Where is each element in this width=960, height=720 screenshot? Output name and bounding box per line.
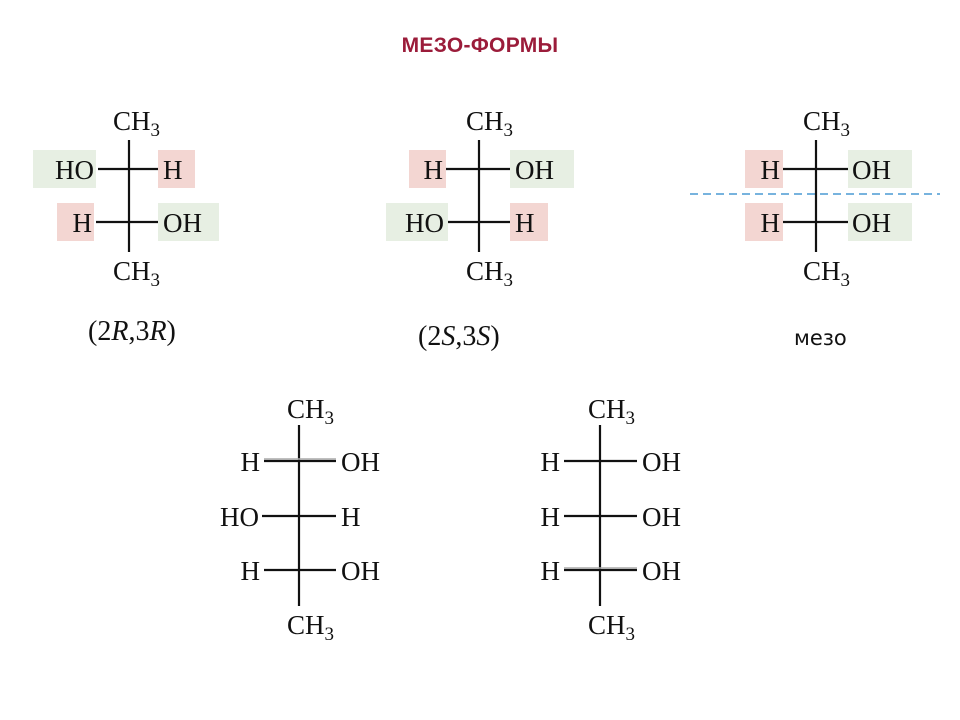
highlight-box [745,203,783,241]
substituent-left: H [541,502,561,532]
bottom-group: CH3 [466,256,513,291]
fischer-structure-2s3s: CH3 H OH HO H CH3 (2S,3S) [405,106,554,352]
substituent-right: H [163,155,183,185]
substituent-right: H [515,208,535,238]
fischer-structure-2r3r: CH3 HO H H OH CH3 (2R,3R) [55,106,202,347]
highlight-boxes [33,150,912,241]
highlight-box [510,150,574,188]
substituent-right: OH [642,447,681,477]
substituent-right: OH [341,447,380,477]
highlight-box [848,150,912,188]
substituent-left: H [424,155,444,185]
substituent-left: H [541,447,561,477]
bottom-group: CH3 [803,256,850,291]
bottom-group: CH3 [287,610,334,645]
substituent-right: OH [642,502,681,532]
highlight-box [745,150,783,188]
fischer-structure-meso: CH3 H OH H OH CH3 [761,106,892,291]
substituent-right: OH [341,556,380,586]
highlight-box [158,150,195,188]
substituent-right: OH [163,208,202,238]
bottom-group: CH3 [113,256,160,291]
fischer-structure-triol-a: CH3 H OH HO H H OH CH3 [220,394,380,645]
highlight-box [33,150,96,188]
page-title: МЕЗО-ФОРМЫ [401,34,559,57]
top-group: CH3 [113,106,160,141]
configuration-label: (2S,3S) [418,321,500,352]
highlight-box [386,203,448,241]
highlight-box [409,150,446,188]
highlight-box [510,203,548,241]
top-group: CH3 [803,106,850,141]
meso-label: мезо [794,326,847,350]
substituent-right: OH [852,155,891,185]
top-group: CH3 [588,394,635,429]
substituent-left: HO [220,502,259,532]
bottom-group: CH3 [588,610,635,645]
substituent-left: H [761,155,781,185]
substituent-left: HO [55,155,94,185]
substituent-left: H [73,208,93,238]
highlight-box [57,203,94,241]
highlight-box [848,203,912,241]
top-group: CH3 [287,394,334,429]
substituent-left: HO [405,208,444,238]
substituent-right: OH [642,556,681,586]
substituent-left: H [241,556,261,586]
substituent-left: H [541,556,561,586]
substituent-right: OH [852,208,891,238]
substituent-right: OH [515,155,554,185]
configuration-label: (2R,3R) [88,316,176,347]
highlight-box [158,203,219,241]
substituent-left: H [761,208,781,238]
substituent-right: H [341,502,361,532]
substituent-left: H [241,447,261,477]
fischer-structure-triol-b: CH3 H OH H OH H OH CH3 [541,394,682,645]
top-group: CH3 [466,106,513,141]
